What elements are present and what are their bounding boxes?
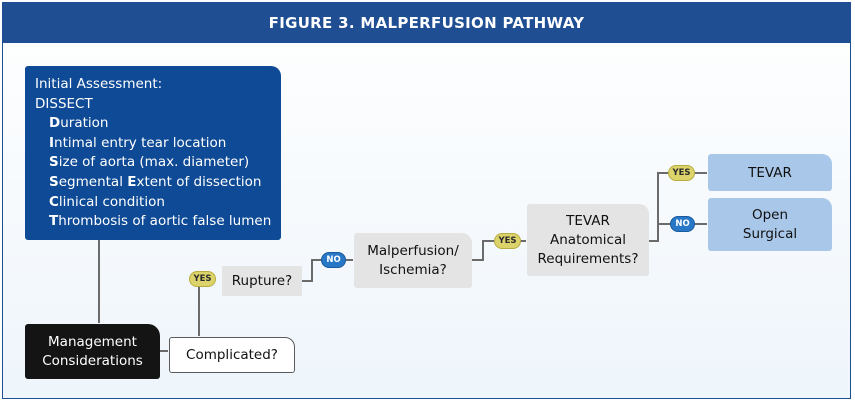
figure-frame: FIGURE 3. MALPERFUSION PATHWAY Initial A… (2, 2, 851, 399)
management-considerations-box: Management Considerations (25, 324, 160, 379)
connector-complicated-rupture (198, 278, 214, 336)
open-surgical-line-2: Surgical (742, 225, 798, 242)
yes-pill-rupture: YES (189, 271, 216, 287)
open-surgical-line-1: Open (751, 206, 789, 223)
no-pill-open-surgical: NO (670, 216, 695, 232)
initial-assessment-box: Initial Assessment: DISSECT Duration Int… (25, 66, 281, 240)
assessment-item-segmental: Segmental Extent of dissection (49, 173, 262, 190)
no-pill-malperfusion: NO (321, 252, 346, 268)
assessment-item-intimal: Intimal entry tear location (49, 134, 227, 151)
rupture-box: Rupture? (222, 266, 302, 296)
open-surgical-outcome-box: Open Surgical (708, 198, 832, 251)
tevar-requirements-box: TEVAR Anatomical Requirements? (527, 204, 649, 276)
tevar-outcome-box: TEVAR (708, 154, 832, 191)
management-line-2: Considerations (42, 352, 143, 369)
yes-pill-tevar-requirements: YES (494, 233, 521, 249)
tevar-req-line-1: TEVAR (566, 212, 610, 229)
assessment-item-size: Size of aorta (max. diameter) (49, 154, 250, 171)
management-line-1: Management (48, 333, 137, 350)
malperfusion-box: Malperfusion/ Ischemia? (354, 233, 472, 288)
assessment-heading: Initial Assessment: (35, 76, 163, 92)
malperfusion-line-2: Ischemia? (379, 261, 447, 278)
assessment-item-clinical: Clinical condition (49, 193, 165, 210)
yes-pill-tevar: YES (668, 165, 695, 181)
tevar-req-line-3: Requirements? (537, 250, 639, 267)
complicated-box: Complicated? (169, 337, 295, 373)
tevar-req-line-2: Anatomical (550, 231, 626, 248)
malperfusion-line-1: Malperfusion/ (367, 242, 459, 259)
assessment-item-duration: Duration (49, 115, 109, 132)
assessment-item-thrombosis: Thrombosis of aortic false lumen (49, 213, 272, 230)
figure-title: FIGURE 3. MALPERFUSION PATHWAY (3, 3, 850, 43)
assessment-acronym: DISSECT (35, 95, 93, 112)
